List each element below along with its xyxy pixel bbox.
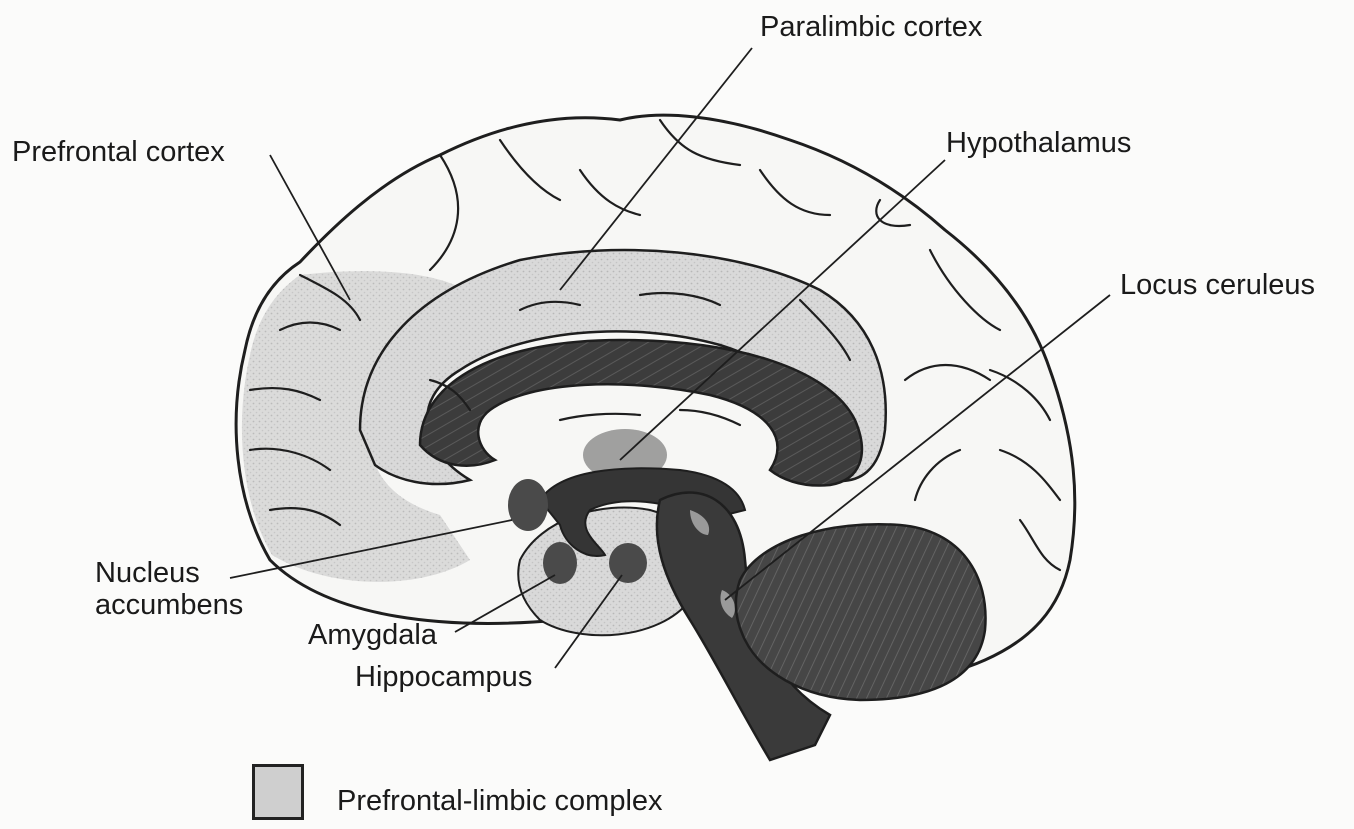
hippocampus-structure	[609, 543, 647, 583]
label-hippocampus: Hippocampus	[355, 662, 532, 693]
nucleus-accumbens-structure	[508, 479, 548, 531]
label-paralimbic-cortex: Paralimbic cortex	[760, 12, 982, 43]
cerebellum	[736, 524, 986, 700]
label-nucleus-accumbens-line1: Nucleus	[95, 558, 200, 589]
legend-label: Prefrontal-limbic complex	[337, 785, 663, 818]
legend-swatch	[252, 764, 304, 820]
label-hypothalamus: Hypothalamus	[946, 128, 1131, 159]
amygdala-structure	[543, 542, 577, 584]
label-prefrontal-cortex: Prefrontal cortex	[12, 137, 225, 168]
label-amygdala: Amygdala	[308, 620, 437, 651]
label-locus-ceruleus: Locus ceruleus	[1120, 270, 1315, 301]
label-nucleus-accumbens-line2: accumbens	[95, 590, 243, 621]
